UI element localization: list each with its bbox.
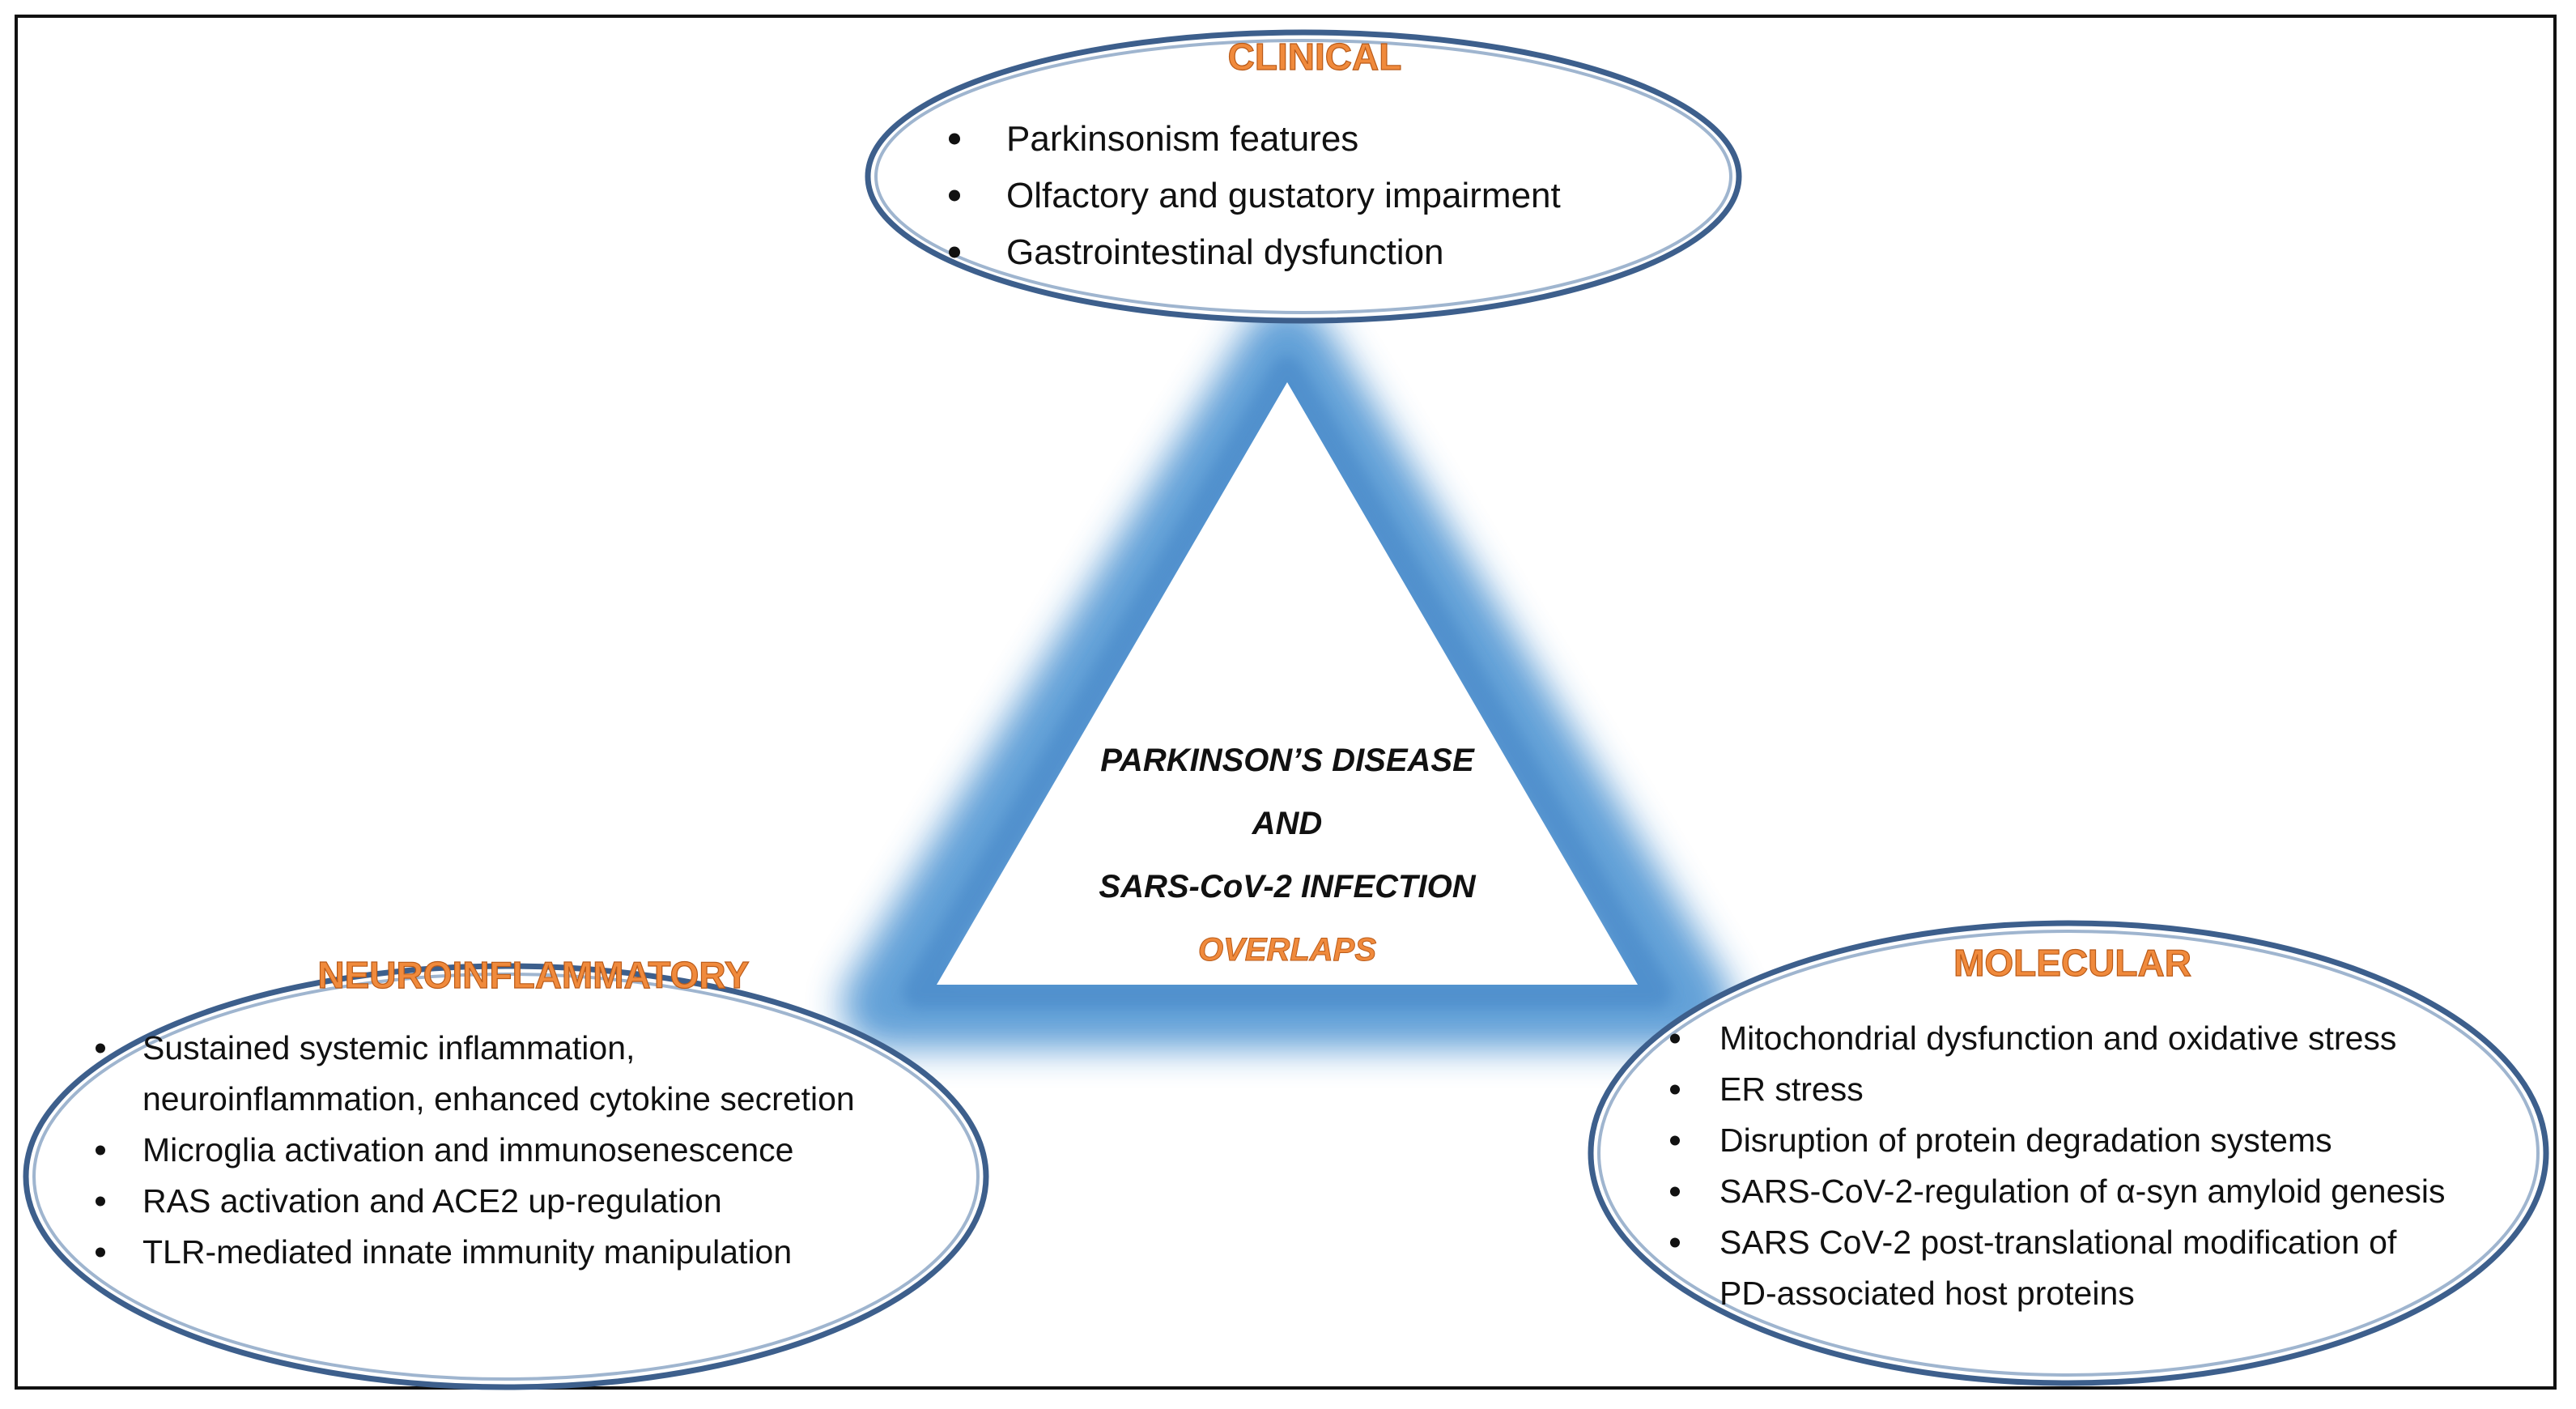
clinical-title: CLINICAL (1228, 36, 1402, 78)
list-item: ER stress (1719, 1071, 1864, 1108)
center-line-1: PARKINSON’S DISEASE (1100, 743, 1475, 778)
list-item: RAS activation and ACE2 up-regulation (142, 1182, 722, 1220)
bullet-icon (1670, 1186, 1680, 1197)
molecular-ellipse: MOLECULAR Mitochondrial dysfunction and … (1588, 920, 2549, 1386)
molecular-title: MOLECULAR (1953, 942, 2191, 984)
center-line-3: SARS-CoV-2 INFECTION (1099, 869, 1476, 905)
bullet-icon (96, 1043, 105, 1054)
list-item: Sustained systemic inflammation, (142, 1029, 635, 1066)
bullet-icon (96, 1196, 105, 1207)
bullet-icon (1670, 1135, 1680, 1146)
figure-frame (15, 15, 2557, 1390)
center-label: PARKINSON’S DISEASE AND SARS-CoV-2 INFEC… (1099, 743, 1476, 968)
list-item: Disruption of protein degradation system… (1719, 1122, 2332, 1159)
clinical-ellipse: CLINICAL Parkinsonism featuresOlfactory … (865, 29, 1742, 324)
list-item: TLR-mediated innate immunity manipulatio… (142, 1233, 792, 1271)
list-item: neuroinflammation, enhanced cytokine sec… (142, 1080, 855, 1117)
center-overlaps-label: OVERLAPS (1198, 932, 1376, 968)
list-item: Parkinsonism features (1006, 119, 1358, 159)
bullet-icon (1670, 1237, 1680, 1248)
bullet-icon (1670, 1084, 1680, 1095)
list-item: PD-associated host proteins (1719, 1275, 2135, 1312)
central-triangle (842, 304, 1732, 1049)
bullet-icon (96, 1145, 105, 1156)
bullet-icon (96, 1247, 105, 1258)
neuroinflammatory-title: NEUROINFLAMMATORY (317, 954, 749, 996)
molecular-list: Mitochondrial dysfunction and oxidative … (1670, 1020, 2446, 1312)
bullet-icon (949, 246, 960, 258)
list-item: Gastrointestinal dysfunction (1006, 232, 1444, 272)
list-item: SARS CoV-2 post-translational modificati… (1719, 1224, 2397, 1261)
bullet-icon (1670, 1033, 1680, 1044)
list-item: Olfactory and gustatory impairment (1006, 176, 1561, 215)
list-item: SARS-CoV-2-regulation of α-syn amyloid g… (1719, 1173, 2446, 1210)
list-item: Mitochondrial dysfunction and oxidative … (1719, 1020, 2396, 1057)
bullet-icon (949, 133, 960, 145)
bullet-icon (949, 189, 960, 202)
list-item: Microglia activation and immunosenescenc… (142, 1131, 793, 1168)
neuroinflammatory-list: Sustained systemic inflammation, neuroinf… (96, 1029, 855, 1271)
neuroinflammatory-ellipse: NEUROINFLAMMATORY Sustained systemic inf… (23, 953, 989, 1390)
center-line-2: AND (1252, 806, 1323, 841)
